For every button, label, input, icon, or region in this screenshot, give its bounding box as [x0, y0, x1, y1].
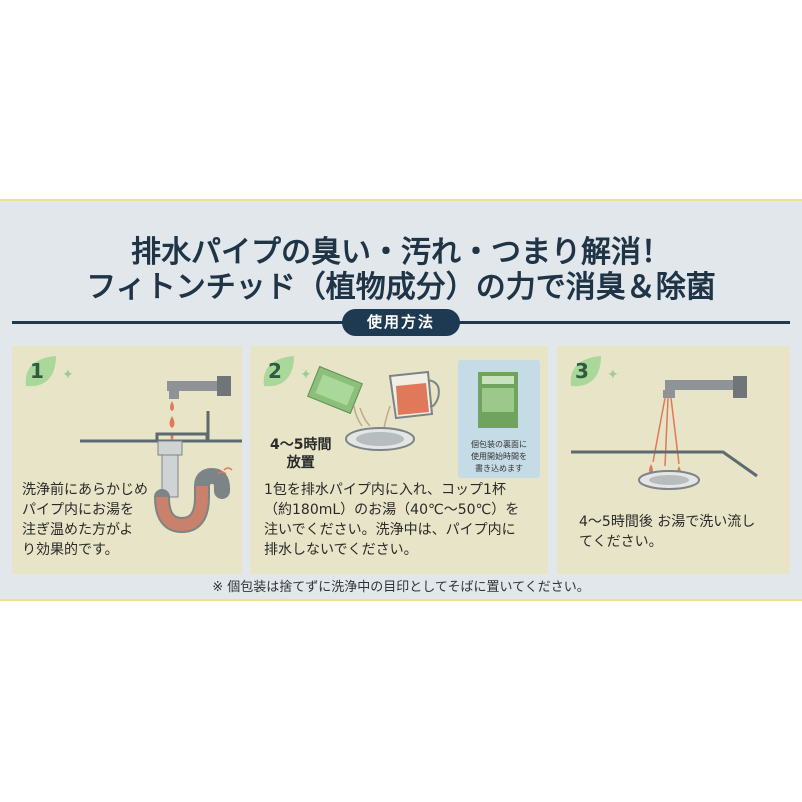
section-label-pill: 使用方法	[342, 309, 460, 336]
headline-line2: フィトンチッド（植物成分）の力で消臭＆除菌	[86, 270, 716, 305]
step-3-panel: 3 ✦ 4〜5時間後 お湯で洗い流し てください。	[557, 346, 790, 574]
drain-icon	[638, 470, 700, 490]
sparkle-icon: ✦	[300, 367, 312, 383]
sparkle-icon: ✦	[62, 367, 74, 383]
note-text: 個包装の裏面に 使用開始時間を 書き込めます	[471, 440, 527, 473]
step-3-description: 4〜5時間後 お湯で洗い流し てください。	[579, 514, 756, 550]
sparkle-icon: ✦	[607, 367, 619, 383]
drain-icon	[345, 427, 415, 451]
faucet-icon	[167, 376, 231, 399]
step-2-panel: 2 ✦ 4〜5時間 放置 個包装の裏面に 使用開始時間を 書き込めます 1包を排…	[250, 346, 548, 574]
sachet-icon	[307, 365, 363, 415]
sachet-back-note: 個包装の裏面に 使用開始時間を 書き込めます	[458, 360, 540, 478]
step-number: 2	[268, 359, 282, 383]
bottom-accent-line	[0, 599, 802, 601]
step-2-description: 1包を排水パイプ内に入れ、コップ1杯 （約180mL）のお湯（40℃〜50℃）を…	[264, 482, 520, 558]
sachet-icon	[478, 372, 518, 428]
step-number: 1	[30, 359, 44, 383]
leaf-badge-icon	[263, 356, 294, 387]
step-2-illustration	[307, 365, 440, 451]
measuring-cup-icon	[388, 370, 440, 420]
leaf-badge-icon	[25, 356, 56, 387]
step-1-panel: 1 ✦ 洗浄前にあらかじめ パイプ内にお湯を 注ぎ温めた方がよ り効果的です。	[12, 346, 242, 574]
step-3-illustration	[571, 376, 758, 490]
faucet-icon	[663, 376, 747, 398]
footnote: ※ 個包装は捨てずに洗浄中の目印としてそばに置いてください。	[212, 580, 590, 595]
leaf-badge-icon	[570, 356, 601, 387]
step-number: 3	[575, 359, 589, 383]
top-accent-line	[0, 199, 802, 201]
step-1-description: 洗浄前にあらかじめ パイプ内にお湯を 注ぎ温めた方がよ り効果的です。	[22, 482, 148, 558]
wait-time-label: 4〜5時間 放置	[270, 437, 332, 471]
headline-line1: 排水パイプの臭い・汚れ・つまり解消！	[131, 235, 671, 270]
drain-pipe-icon	[154, 440, 233, 534]
step-1-illustration	[80, 376, 242, 534]
